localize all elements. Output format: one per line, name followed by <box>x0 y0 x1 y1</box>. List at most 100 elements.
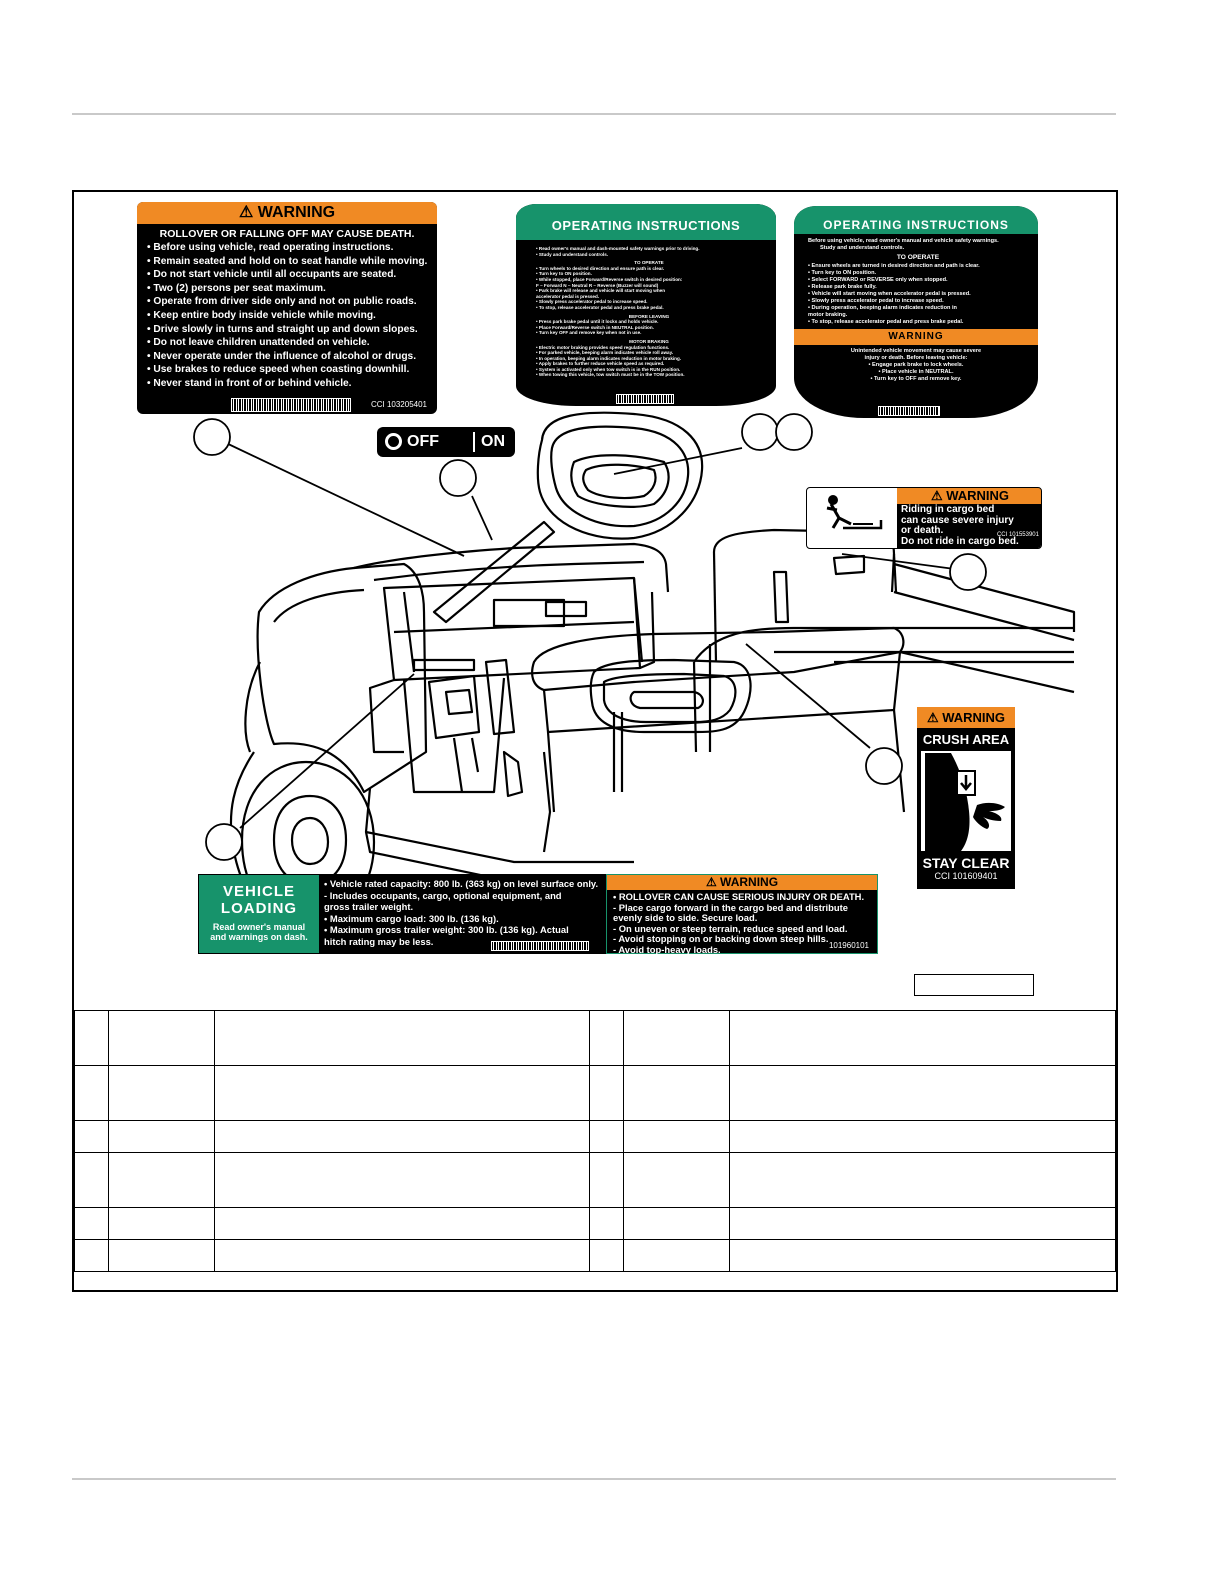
list-item: • Place Forward/Reverse switch in NEUTRA… <box>536 324 654 330</box>
list-item: • Keep entire body inside vehicle while … <box>147 309 376 321</box>
switch-off-label: OFF <box>407 433 439 450</box>
list-item: motor braking. <box>808 312 848 318</box>
steering-wheel <box>536 411 704 540</box>
list-item: • To stop, release accelerator pedal and… <box>536 304 664 310</box>
loading-warning-header: WARNING <box>720 875 779 889</box>
warning-line: Riding in cargo bed <box>901 504 995 515</box>
callout-circle-4 <box>775 413 813 451</box>
switch-on-label: ON <box>481 433 505 450</box>
crush-area-title: CRUSH AREA <box>922 732 1010 747</box>
rollover-warning-header: WARNING <box>257 204 336 221</box>
list-item: • Do not start vehicle until all occupan… <box>147 269 397 281</box>
cargo-warning-code: CCI 101553901 <box>996 532 1039 538</box>
list-item: • During operation, beeping alarm indica… <box>808 305 957 311</box>
list-item: • Park brake will release and vehicle wi… <box>536 288 666 294</box>
warning-triangle-icon: ⚠ <box>238 204 254 221</box>
table-row <box>74 1152 1116 1208</box>
callout-circle-2 <box>439 459 477 497</box>
list-item: • Vehicle rated capacity: 800 lb. (363 k… <box>324 878 599 889</box>
section-heading: TO OPERATE <box>634 260 664 266</box>
stay-clear-label: STAY CLEAR <box>922 855 1010 871</box>
list-item: • Electric motor braking provides speed … <box>536 344 670 350</box>
operating-instructions-2-header: OPERATING INSTRUCTIONS <box>794 206 1038 234</box>
list-item: • In operation, beeping alarm indicates … <box>536 355 682 361</box>
warning-triangle-icon: ⚠ <box>926 710 939 725</box>
switch-on-bar-icon <box>473 432 475 452</box>
rollover-warning-list: • Before using vehicle, read operating i… <box>147 241 427 391</box>
list-item: evenly side to side. Secure load. <box>613 912 758 923</box>
steering-column <box>432 520 556 624</box>
list-item: • ROLLOVER CAN CAUSE SERIOUS INJURY OR D… <box>613 891 865 902</box>
front-fender <box>256 562 428 794</box>
list-item: • Turn wheels to desired direction and e… <box>536 265 665 271</box>
table-row <box>74 1010 1116 1066</box>
table-row <box>74 1065 1116 1121</box>
crush-warning-header: WARNING <box>942 710 1006 725</box>
callout-circle-7 <box>205 823 243 861</box>
list-item: • Maximum gross trailer weight: 300 lb. … <box>324 924 569 935</box>
intro-line: Study and understand controls. <box>820 245 905 251</box>
section-heading: BEFORE LEAVING <box>628 313 670 319</box>
list-item: • Ensure wheels are turned in desired di… <box>808 263 980 269</box>
rollover-warning-title: ROLLOVER OR FALLING OFF MAY CAUSE DEATH. <box>159 228 415 240</box>
callout-circle-5 <box>949 553 987 591</box>
list-item: • To stop, release accelerator pedal and… <box>808 319 964 325</box>
off-circle-icon <box>385 433 402 450</box>
barcode-icon <box>231 398 351 412</box>
list-item: • Operate from driver side only and not … <box>147 296 417 308</box>
list-item: • Apply brakes to further reduce vehicle… <box>536 361 665 367</box>
cowl <box>353 542 670 593</box>
list-item: • Turn key OFF and remove key when not i… <box>536 330 642 336</box>
warning-line: Unintended vehicle movement may cause se… <box>850 348 982 354</box>
list-item: • Maximum cargo load: 300 lb. (136 kg). <box>324 912 499 924</box>
rollover-warning-decal: ⚠ WARNING ROLLOVER OR FALLING OFF MAY CA… <box>137 202 437 414</box>
list-item: • Two (2) persons per seat maximum. <box>147 282 326 294</box>
warning-triangle-icon: ⚠ <box>705 875 717 889</box>
decal-figure: ⚠ WARNING ROLLOVER OR FALLING OFF MAY CA… <box>72 190 1118 1292</box>
callout-circle-6 <box>865 747 903 785</box>
vehicle-loading-note-1: Read owner's manual <box>212 922 306 932</box>
list-item: • Turn key to OFF and remove key. <box>870 376 962 382</box>
table-row <box>74 1207 1116 1240</box>
list-item: • Never operate under the influence of a… <box>147 350 417 362</box>
vehicle-illustration <box>193 411 1076 922</box>
rollover-warning-code: CCI 103205401 <box>370 400 427 409</box>
crush-area-decal: ⚠ WARNING CRUSH AREA STAY CLEAR CCI 1016… <box>917 707 1015 889</box>
key-switch-decal: OFF ON <box>377 427 515 457</box>
no-riding-icon <box>826 495 883 530</box>
operating-instructions-1-header: OPERATING INSTRUCTIONS <box>516 204 776 240</box>
list-item: - Includes occupants, cargo, optional eq… <box>324 889 562 901</box>
hip-rail <box>693 626 1074 663</box>
intro-line: Before using vehicle, read owner's manua… <box>808 238 999 244</box>
footer-rule <box>72 1478 1116 1480</box>
table-row <box>74 1239 1116 1272</box>
warning-line: Do not ride in cargo bed. <box>901 535 1019 547</box>
operating-instructions-2-warning-header: WARNING <box>794 329 1038 345</box>
cargo-bed-warning-decal: ⚠ WARNING Riding in cargo bed can cause … <box>806 487 1042 549</box>
list-item: - Avoid stopping on or backing down stee… <box>613 933 829 944</box>
list-item: • Remain seated and hold on to seat hand… <box>147 255 428 267</box>
cargo-bed <box>546 590 1075 813</box>
cargo-warning-header: WARNING <box>946 488 1010 503</box>
list-item: • Release park brake fully. <box>808 284 877 290</box>
pedal-brake <box>427 674 481 740</box>
figure-id-box <box>914 974 1034 996</box>
vehicle-loading-note-2: and warnings on dash. <box>210 932 308 942</box>
list-item: accelerator pedal is pressed. <box>536 293 600 299</box>
warning-line: or death. <box>901 525 944 536</box>
operating-instructions-decal-2: OPERATING INSTRUCTIONS Before using vehi… <box>794 206 1038 418</box>
list-item: • Place vehicle in NEUTRAL. <box>878 369 954 375</box>
callout-circle-3 <box>741 413 779 451</box>
section-heading: MOTOR BRAKING <box>629 338 669 344</box>
list-item: • Turn key to ON position. <box>808 270 877 276</box>
list-item: • For parked vehicle, beeping alarm indi… <box>536 350 674 356</box>
list-item: • While stopped, place Forward/Reverse s… <box>536 276 683 282</box>
list-item: • Press park brake pedal until it locks … <box>536 319 659 325</box>
crush-hand-icon <box>925 753 1005 851</box>
loading-warning-code: 101960101 <box>828 941 869 950</box>
decal-items-table <box>74 1010 1116 1272</box>
warning-line: injury or death. Before leaving vehicle: <box>864 355 968 361</box>
floorboard <box>364 787 634 864</box>
warning-triangle-icon: ⚠ <box>930 488 943 503</box>
barcode-icon <box>878 406 940 416</box>
